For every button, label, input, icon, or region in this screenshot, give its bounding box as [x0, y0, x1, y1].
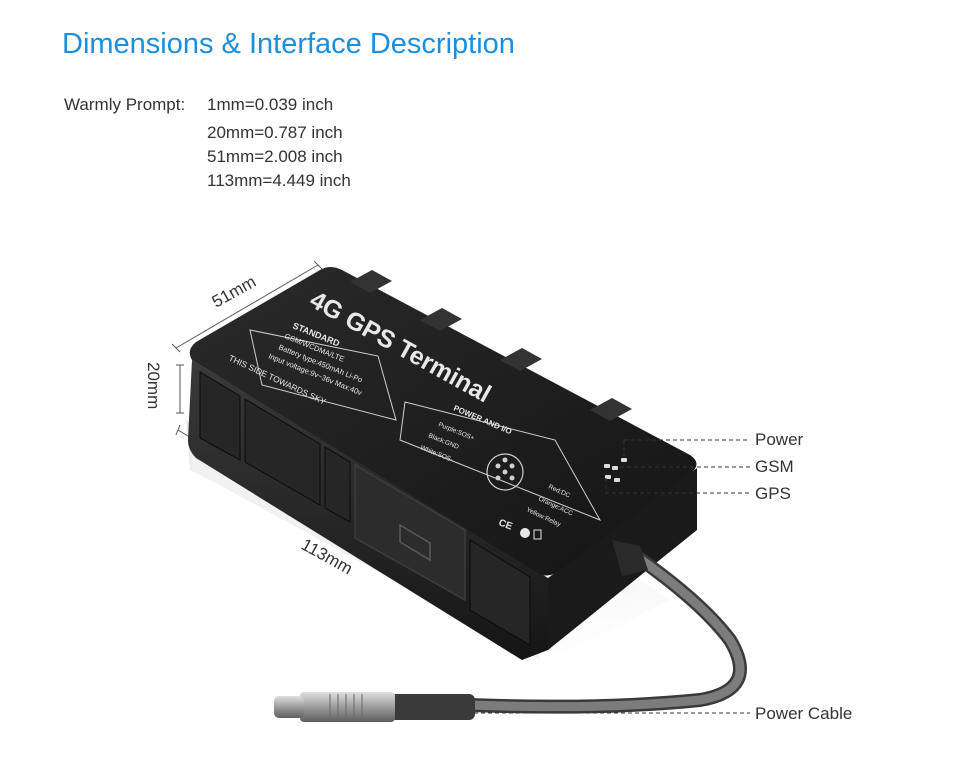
cable-gland: [612, 540, 648, 576]
callout-gps: GPS: [755, 484, 791, 503]
cert-circle-icon: [520, 528, 530, 538]
prompt-line-3: 51mm=2.008 inch: [207, 147, 343, 166]
callout-gsm: GSM: [755, 457, 794, 476]
prompt-line-1: 1mm=0.039 inch: [207, 95, 334, 114]
callout-power: Power: [755, 430, 804, 449]
connector-pinout: [486, 453, 524, 491]
prompt-label: Warmly Prompt:: [64, 95, 186, 114]
page-title: Dimensions & Interface Description: [62, 28, 515, 60]
weee-bin-icon: [533, 529, 542, 540]
callout-power-cable: Power Cable: [755, 704, 853, 723]
spec-box: [249, 329, 397, 421]
dimension-height: 20mm: [144, 362, 163, 409]
power-plug: [274, 692, 475, 722]
cert-mark: CE: [497, 517, 514, 532]
prompt-line-4: 113mm=4.449 inch: [207, 171, 351, 190]
prompt-line-2: 20mm=0.787 inch: [207, 123, 343, 142]
usb-flap: [354, 463, 466, 602]
side-ribs: [199, 371, 531, 646]
io-box: [399, 401, 602, 521]
top-bumps: [350, 270, 632, 421]
dimension-width: 51mm: [209, 272, 260, 312]
device-top-face: [189, 267, 697, 576]
callout-lines: [432, 439, 750, 714]
